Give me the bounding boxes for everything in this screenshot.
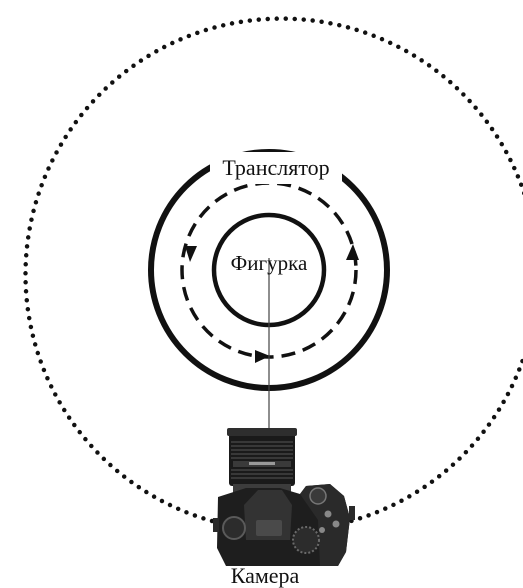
lens-grip-rings [231, 441, 293, 479]
lens-marking-text [249, 462, 275, 465]
strap-lug-left [213, 518, 219, 532]
lens-barrel [229, 428, 295, 486]
translator-label-backing [210, 152, 342, 184]
button-2 [332, 520, 340, 528]
mode-dial [222, 516, 246, 540]
camera-label: Камера [231, 563, 300, 588]
camera-grip [300, 484, 350, 566]
figure-label: Фигурка [231, 251, 308, 275]
shutter-button [309, 487, 327, 505]
command-dial [292, 526, 320, 554]
arrow-up-right-icon [346, 244, 359, 260]
arrow-right-bottom-icon [255, 350, 270, 363]
strap-lug-right [349, 506, 355, 520]
button-1 [324, 510, 332, 518]
button-3 [319, 527, 325, 533]
hot-shoe [256, 520, 282, 536]
lens-front-rim [227, 428, 297, 436]
arrow-down-left-icon [185, 246, 197, 262]
camera-icon [213, 428, 355, 566]
translator-label: Транслятор [222, 155, 329, 180]
outer-dotted-boundary [23, 16, 523, 524]
rotation-arrows [185, 244, 359, 363]
